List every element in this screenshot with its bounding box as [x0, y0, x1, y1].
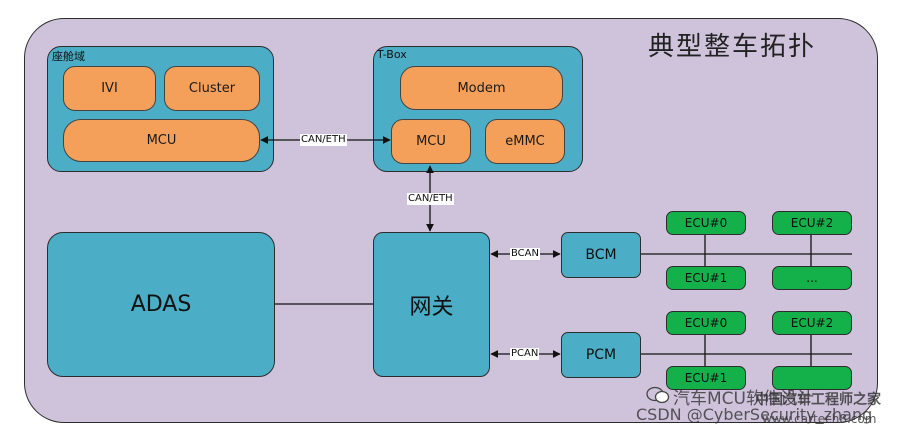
- pcm-box: PCM: [561, 332, 641, 378]
- bcm-ecu0-box: ECU#0: [666, 211, 746, 235]
- pcm-ecu2-box: ECU#2: [772, 311, 852, 335]
- emmc-box: eMMC: [485, 119, 565, 164]
- bcm-ecu2-box: ECU#2: [772, 211, 852, 235]
- cockpit-mcu-box: MCU: [63, 119, 260, 162]
- edge-label-pcan: PCAN: [510, 348, 540, 360]
- cockpit-domain-label: 座舱域: [52, 50, 85, 63]
- diagram-title: 典型整车拓扑: [648, 32, 817, 62]
- pcm-ecu3-box: [772, 366, 852, 390]
- bcm-ecu-more-box: ...: [772, 266, 852, 290]
- bcm-box: BCM: [561, 232, 641, 278]
- edge-label-tbox-gateway: CAN/ETH: [407, 193, 454, 205]
- modem-box: Modem: [400, 66, 563, 110]
- pcm-ecu0-box: ECU#0: [666, 311, 746, 335]
- ivi-box: IVI: [63, 66, 156, 111]
- csdn-watermark: CSDN @CyberSecurity_zhang: [636, 405, 873, 424]
- edge-label-bcan: BCAN: [510, 248, 540, 260]
- pcm-ecu1-box: ECU#1: [666, 366, 746, 390]
- tbox-mcu-box: MCU: [391, 119, 471, 164]
- site-watermark-url: www.cartech8.com: [762, 412, 877, 426]
- wechat-watermark: 汽车MCU软件设计: [673, 389, 814, 409]
- edge-label-cockpit-tbox: CAN/ETH: [300, 134, 347, 146]
- tbox-label: T-Box: [377, 48, 407, 61]
- site-watermark-cn: 中国汽车工程师之家: [755, 392, 881, 408]
- wechat-icon: [646, 386, 670, 404]
- adas-box: ADAS: [47, 232, 275, 377]
- bcm-ecu1-box: ECU#1: [666, 266, 746, 290]
- cluster-box: Cluster: [164, 66, 260, 111]
- gateway-box: 网关: [373, 232, 490, 377]
